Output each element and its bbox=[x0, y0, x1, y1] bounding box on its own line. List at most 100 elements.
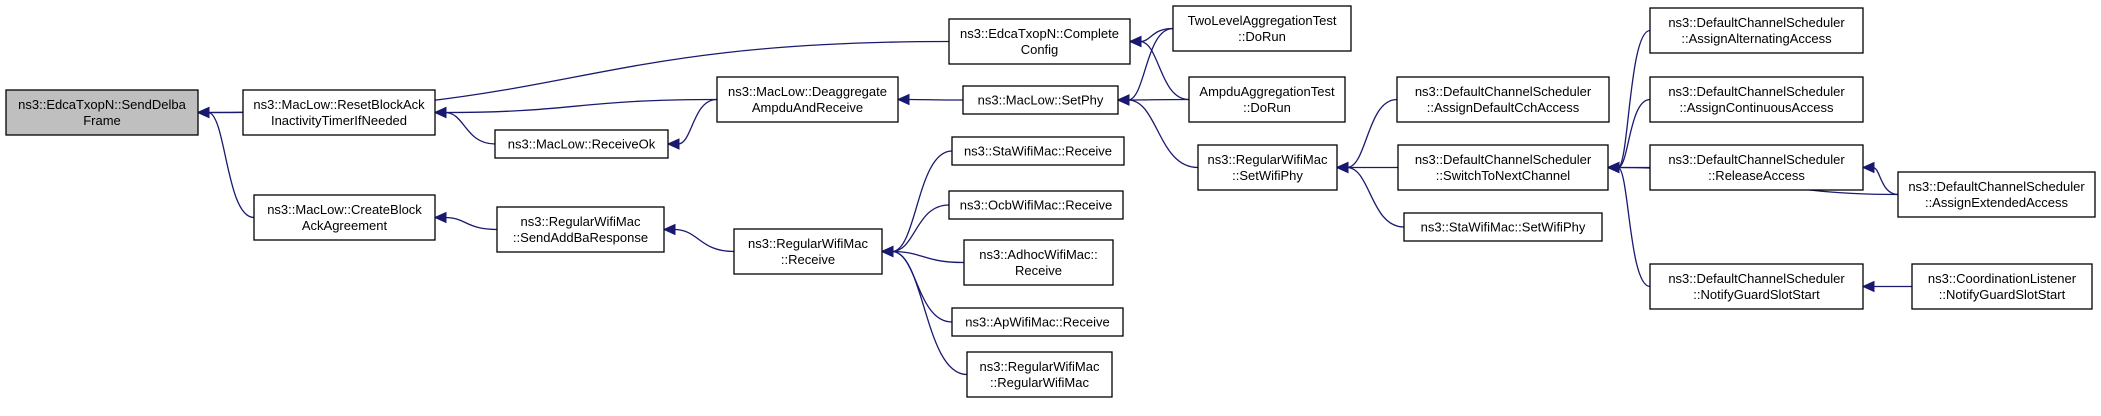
node-two-level[interactable]: TwoLevelAggregationTest::DoRun bbox=[1172, 5, 1352, 52]
node-box bbox=[1649, 76, 1864, 123]
edge-arrowhead bbox=[1861, 161, 1875, 174]
node-label: InactivityTimerIfNeeded bbox=[271, 113, 407, 128]
edge-regular_setwifiphy-to-assign_default_cch bbox=[1335, 98, 1398, 174]
edge-line bbox=[1346, 166, 1405, 228]
node-ampdu[interactable]: AmpduAggregationTest::DoRun bbox=[1188, 76, 1346, 123]
node-coord-notify[interactable]: ns3::CoordinationListener::NotifyGuardSl… bbox=[1911, 263, 2093, 310]
node-label: ns3::MacLow::ReceiveOk bbox=[508, 137, 656, 152]
node-box bbox=[733, 228, 883, 275]
edge-arrowhead bbox=[1116, 94, 1130, 106]
node-assign-default-cch[interactable]: ns3::DefaultChannelScheduler::AssignDefa… bbox=[1396, 76, 1610, 123]
node-label: Frame bbox=[83, 113, 121, 128]
node-label: ns3::CoordinationListener bbox=[1928, 271, 2077, 286]
node-release-access[interactable]: ns3::DefaultChannelScheduler::ReleaseAcc… bbox=[1649, 144, 1864, 191]
node-label: ns3::DefaultChannelScheduler bbox=[1668, 152, 1845, 167]
node-label: ::ReleaseAccess bbox=[1708, 168, 1805, 183]
edge-arrowhead bbox=[662, 223, 676, 236]
edge-reset_ba-to-deaggregate bbox=[433, 98, 718, 119]
node-ocb-receive[interactable]: ns3::OcbWifiMac::Receive bbox=[948, 190, 1124, 220]
node-box bbox=[1911, 263, 2093, 310]
edge-line bbox=[1617, 29, 1651, 169]
node-label: ns3::MacLow::Deaggregate bbox=[728, 84, 887, 99]
node-label: ns3::MacLow::CreateBlock bbox=[267, 202, 422, 217]
node-label: ::Receive bbox=[781, 252, 835, 267]
edge-send_addba-to-regular_receive bbox=[662, 223, 735, 253]
node-label: ::AssignDefaultCchAccess bbox=[1427, 100, 1580, 115]
node-notify-guard[interactable]: ns3::DefaultChannelScheduler::NotifyGuar… bbox=[1649, 263, 1864, 310]
node-receive-ok[interactable]: ns3::MacLow::ReceiveOk bbox=[494, 129, 669, 159]
edge-line bbox=[1127, 27, 1174, 101]
node-box bbox=[253, 194, 436, 241]
node-label: ::SetWifiPhy bbox=[1232, 168, 1303, 183]
node-label: ns3::DefaultChannelScheduler bbox=[1415, 84, 1592, 99]
edge-line bbox=[891, 204, 950, 253]
node-label: ::AssignContinuousAccess bbox=[1680, 100, 1834, 115]
edge-release_access-to-assign_extended bbox=[1861, 161, 1899, 196]
node-assign-continuous[interactable]: ns3::DefaultChannelScheduler::AssignCont… bbox=[1649, 76, 1864, 123]
edge-line bbox=[1127, 99, 1199, 169]
node-label: ns3::RegularWifiMac bbox=[1208, 152, 1328, 167]
node-label: ::AssignExtendedAccess bbox=[1925, 195, 2069, 210]
node-label: ns3::DefaultChannelScheduler bbox=[1668, 15, 1845, 30]
node-box bbox=[496, 206, 665, 253]
node-set-phy[interactable]: ns3::MacLow::SetPhy bbox=[962, 85, 1119, 115]
edge-line bbox=[677, 98, 718, 145]
node-box bbox=[1649, 263, 1864, 310]
node-box bbox=[242, 89, 436, 136]
node-regular-setwifiphy[interactable]: ns3::RegularWifiMac::SetWifiPhy bbox=[1197, 144, 1338, 191]
node-box bbox=[716, 76, 899, 123]
edge-line bbox=[207, 111, 255, 219]
node-label: ns3::StaWifiMac::SetWifiPhy bbox=[1421, 220, 1586, 235]
edge-regular_receive-to-adhoc_receive bbox=[880, 245, 965, 264]
node-label: Config bbox=[1021, 42, 1059, 57]
edge-line bbox=[891, 250, 965, 264]
node-label: ns3::DefaultChannelScheduler bbox=[1908, 179, 2085, 194]
edge-line bbox=[1127, 98, 1190, 101]
edge-line bbox=[1617, 98, 1651, 169]
node-box bbox=[962, 85, 1119, 115]
edge-arrowhead bbox=[1606, 161, 1620, 174]
node-assign-alternating[interactable]: ns3::DefaultChannelScheduler::AssignAlte… bbox=[1649, 7, 1864, 54]
edge-deaggregate-to-set_phy bbox=[896, 93, 964, 106]
node-label: AmpduAggregationTest bbox=[1199, 84, 1335, 99]
node-ap-receive[interactable]: ns3::ApWifiMac::Receive bbox=[951, 307, 1124, 337]
node-label: AmpduAndReceive bbox=[752, 100, 863, 115]
node-reset-ba[interactable]: ns3::MacLow::ResetBlockAckInactivityTime… bbox=[242, 89, 436, 136]
node-send-addba[interactable]: ns3::RegularWifiMac::SendAddBaResponse bbox=[496, 206, 665, 253]
edge-line bbox=[1139, 40, 1190, 101]
node-adhoc-receive[interactable]: ns3::AdhocWifiMac::Receive bbox=[963, 239, 1114, 286]
edge-line bbox=[891, 250, 968, 376]
edge-arrowhead bbox=[433, 211, 447, 224]
edge-line bbox=[1617, 166, 1651, 288]
node-switch-next[interactable]: ns3::DefaultChannelScheduler::SwitchToNe… bbox=[1397, 144, 1609, 191]
node-label: ns3::DefaultChannelScheduler bbox=[1668, 271, 1845, 286]
node-box bbox=[963, 239, 1114, 286]
node-box bbox=[1649, 144, 1864, 191]
node-assign-extended[interactable]: ns3::DefaultChannelScheduler::AssignExte… bbox=[1897, 171, 2096, 218]
node-box bbox=[1172, 5, 1352, 52]
node-label: ns3::MacLow::SetPhy bbox=[978, 93, 1104, 108]
edge-line bbox=[673, 228, 735, 253]
node-label: ::SendAddBaResponse bbox=[513, 230, 648, 245]
node-label: ns3::AdhocWifiMac:: bbox=[979, 247, 1098, 262]
node-label: ns3::RegularWifiMac bbox=[980, 359, 1100, 374]
node-box bbox=[1197, 144, 1338, 191]
node-regular-ctor[interactable]: ns3::RegularWifiMac::RegularWifiMac bbox=[966, 351, 1113, 398]
node-sta-receive[interactable]: ns3::StaWifiMac::Receive bbox=[951, 136, 1125, 166]
node-box bbox=[948, 18, 1131, 65]
node-box bbox=[1188, 76, 1346, 123]
node-label: ns3::RegularWifiMac bbox=[521, 214, 641, 229]
edge-arrowhead bbox=[880, 245, 894, 258]
node-box bbox=[966, 351, 1113, 398]
node-label: ns3::EdcaTxopN::Complete bbox=[960, 26, 1119, 41]
node-box bbox=[1397, 144, 1609, 191]
node-box bbox=[948, 190, 1124, 220]
node-regular-receive[interactable]: ns3::RegularWifiMac::Receive bbox=[733, 228, 883, 275]
node-label: ns3::MacLow::ResetBlockAck bbox=[253, 97, 425, 112]
node-sta-setwifiphy[interactable]: ns3::StaWifiMac::SetWifiPhy bbox=[1403, 212, 1603, 242]
